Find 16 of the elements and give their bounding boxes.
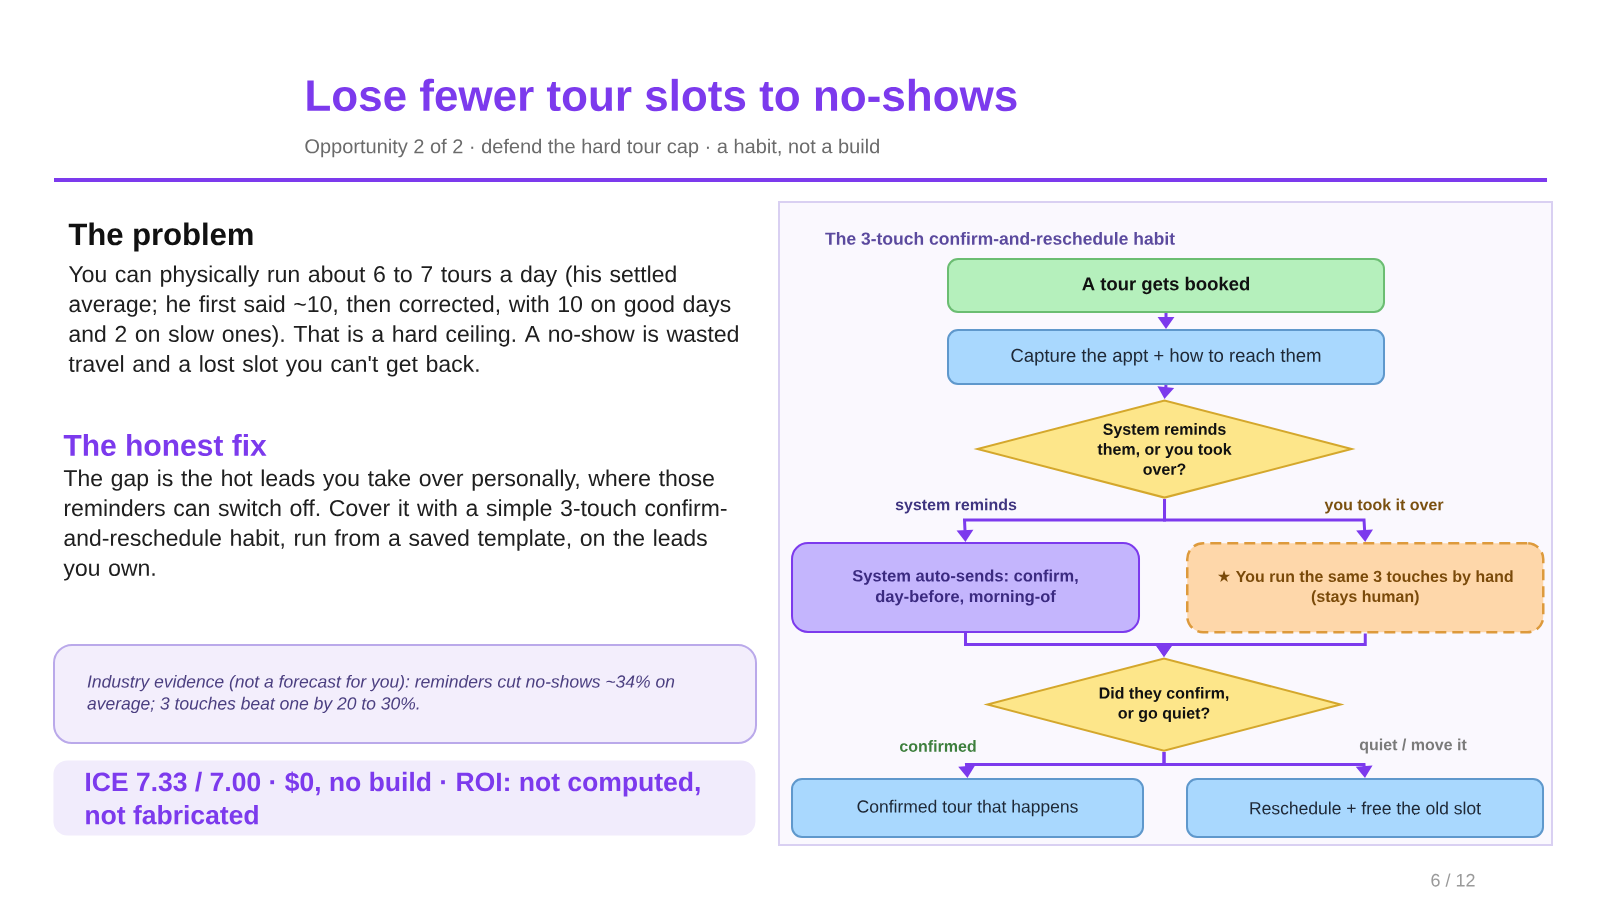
section-heading: The honest fix [63, 434, 267, 456]
outcome-box: Confirmed tour that happens [791, 778, 1144, 838]
body-text: The gap is the hot leads you take over personally, where those reminders can switch off. Cover it with a simple 3-touch confirm-and-reschedule habit, run from a saved template, on the leads you own. [63, 469, 727, 581]
section-heading: The problem [68, 222, 253, 252]
dashed-process-box: ★ You run the same 3 touches by hand (stays human) [1186, 542, 1545, 634]
body-text: You can physically run about 6 to 7 tours a day (his settled average; he first said ~10, then corrected, with 10 on good days and 2 on slow ones). That is a hard ceiling. A no-show is wasted travel and a lost slot you can't get back. [68, 265, 738, 377]
subtitle: Opportunity 2 of 2 · defend the hard tour cap · a habit, not a build [305, 138, 879, 158]
edge-label: confirmed [897, 738, 979, 754]
process-box: Capture the appt + how to reach them [947, 329, 1385, 385]
process-box: System auto-sends: confirm, day-before, morning-of [791, 542, 1140, 633]
start-box: A tour gets booked [947, 258, 1385, 313]
page-number: 6 / 12 [1431, 873, 1475, 887]
evidence-note-box: Industry evidence (not a forecast for you): reminders cut no-shows ~34% on average; 3 touches beat one by 20 to 30%. [53, 644, 757, 744]
outcome-box: Reschedule + free the old slot [1186, 778, 1544, 838]
slide-title: Lose fewer tour slots to no-shows [307, 78, 1017, 112]
metrics-band: ICE 7.33 / 7.00 · $0, no build · ROI: not computed, not fabricated [53, 760, 756, 836]
